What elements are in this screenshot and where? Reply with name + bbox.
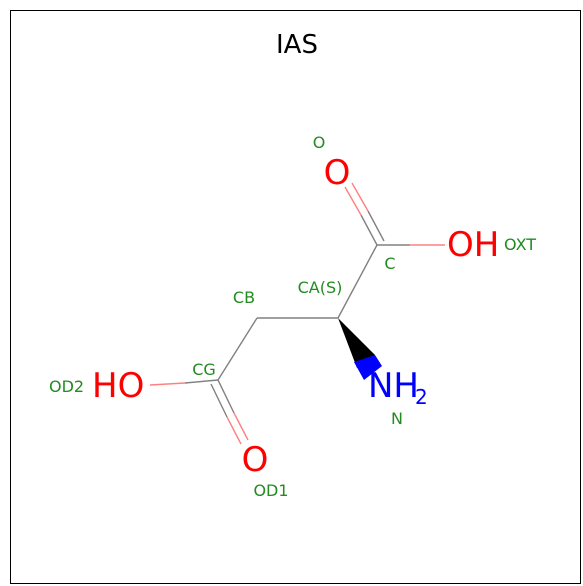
- atom-od2-symbol: HO: [92, 366, 144, 406]
- diagram-frame: [10, 10, 581, 584]
- atom-names: O OXT C CA(S) CB CG OD1 OD2 N: [49, 133, 536, 500]
- atom-name-oxt: OXT: [504, 235, 536, 254]
- bond-ca-n-wedge: [338, 318, 382, 380]
- atom-oxt-symbol: OH: [447, 225, 499, 265]
- atom-name-o: O: [313, 133, 326, 152]
- atom-n-subscript: 2: [415, 385, 428, 409]
- bond-cg-od2: [149, 379, 219, 386]
- bond-cb-cg: [217, 317, 258, 381]
- bond-ca-c: [337, 244, 378, 319]
- bond-cg-od1-double: [210, 379, 249, 445]
- bond-c-o-double: [344, 182, 385, 246]
- atom-name-c: C: [384, 254, 395, 273]
- atom-name-cb: CB: [233, 288, 255, 307]
- atom-od1-symbol: O: [242, 440, 269, 480]
- atom-o-symbol: O: [324, 153, 351, 193]
- atom-name-cg: CG: [192, 360, 216, 379]
- atom-n-symbol: NH: [368, 366, 419, 406]
- atom-name-od2: OD2: [49, 377, 84, 396]
- bonds: [149, 182, 445, 445]
- atom-symbols: O OH O HO NH 2: [92, 153, 499, 480]
- atom-name-n: N: [391, 409, 403, 428]
- molecule-title: IAS: [276, 30, 318, 60]
- atom-name-ca: CA(S): [298, 278, 343, 297]
- atom-name-od1: OD1: [253, 481, 288, 500]
